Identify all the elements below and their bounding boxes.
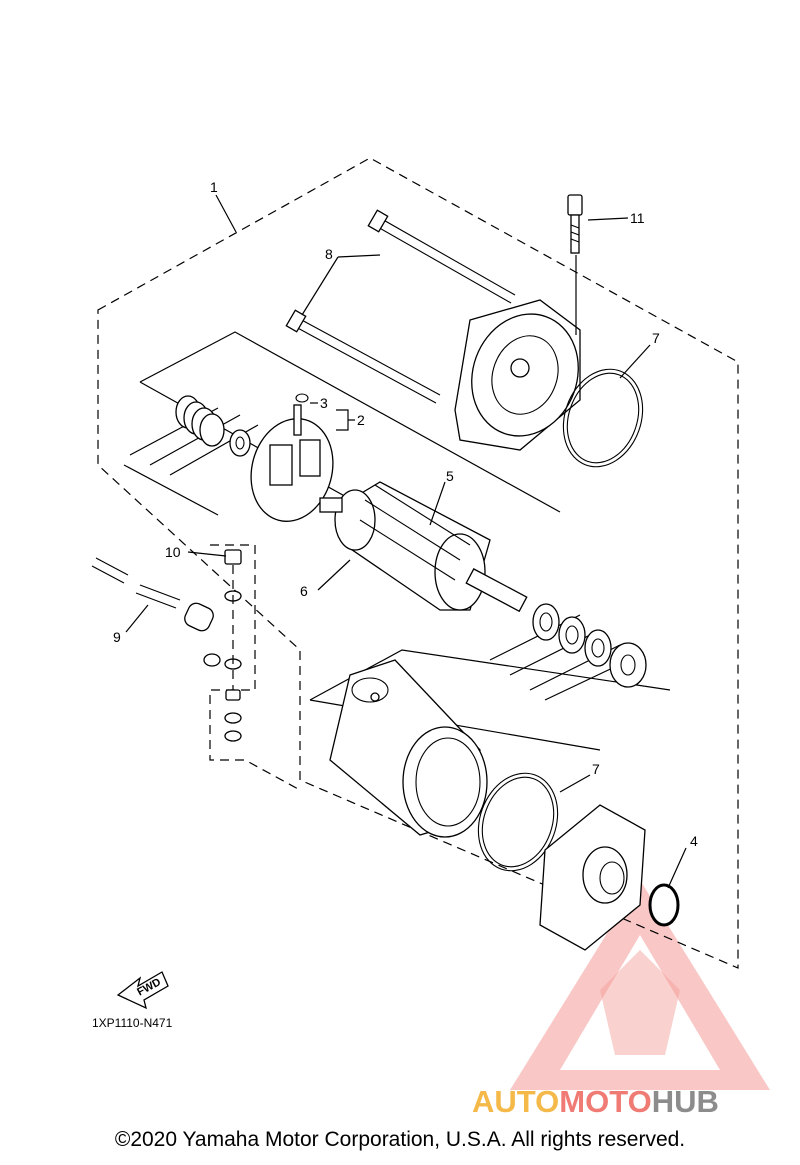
nut-and-washers xyxy=(224,549,242,742)
thrust-washer xyxy=(584,629,612,667)
armature xyxy=(319,481,528,613)
rear-cover xyxy=(454,299,581,451)
o-ring-inner xyxy=(481,776,555,868)
thrust-washer xyxy=(558,616,586,654)
callout-9: 9 xyxy=(113,629,121,645)
callout-5: 5 xyxy=(446,468,454,484)
callout-11: 11 xyxy=(630,210,645,226)
callout-3: 3 xyxy=(320,395,328,411)
through-bolt xyxy=(285,209,516,404)
leader-lines xyxy=(125,194,687,889)
callout-2: 2 xyxy=(357,412,365,428)
callout-7-upper: 7 xyxy=(652,330,660,346)
lock-washer xyxy=(609,642,647,688)
small-o-ring xyxy=(648,883,680,927)
fwd-arrow-icon: FWD xyxy=(116,971,169,1010)
yoke-housing xyxy=(329,659,488,838)
watermark-hub: HUB xyxy=(652,1084,719,1119)
o-ring xyxy=(477,772,559,872)
watermark-auto: AUTO xyxy=(472,1084,559,1119)
automotohub-logo xyxy=(510,880,770,1090)
lead-wire xyxy=(91,557,221,667)
assembly-outline-dashed xyxy=(97,157,739,969)
copyright-notice: ©2020 Yamaha Motor Corporation, U.S.A. A… xyxy=(114,1128,686,1151)
brush-spring xyxy=(175,395,225,447)
callout-4: 4 xyxy=(690,833,698,849)
front-cover xyxy=(539,804,646,951)
callout-6: 6 xyxy=(300,583,308,599)
o-ring-inner xyxy=(566,372,640,464)
thrust-washer xyxy=(532,603,560,641)
washer xyxy=(229,429,251,457)
watermark-text: AUTOMOTOHUB xyxy=(472,1084,719,1119)
o-ring xyxy=(562,368,644,468)
watermark-moto: MOTO xyxy=(559,1084,651,1119)
callout-1: 1 xyxy=(210,179,218,195)
callout-7-lower: 7 xyxy=(592,761,600,777)
brush-holder xyxy=(250,393,334,522)
left-rack-dashed xyxy=(209,544,301,791)
diagram-code: 1XP1110-N471 xyxy=(92,1016,173,1030)
mounting-bolt xyxy=(567,194,583,254)
callout-10: 10 xyxy=(165,544,181,560)
callout-8: 8 xyxy=(325,246,333,262)
